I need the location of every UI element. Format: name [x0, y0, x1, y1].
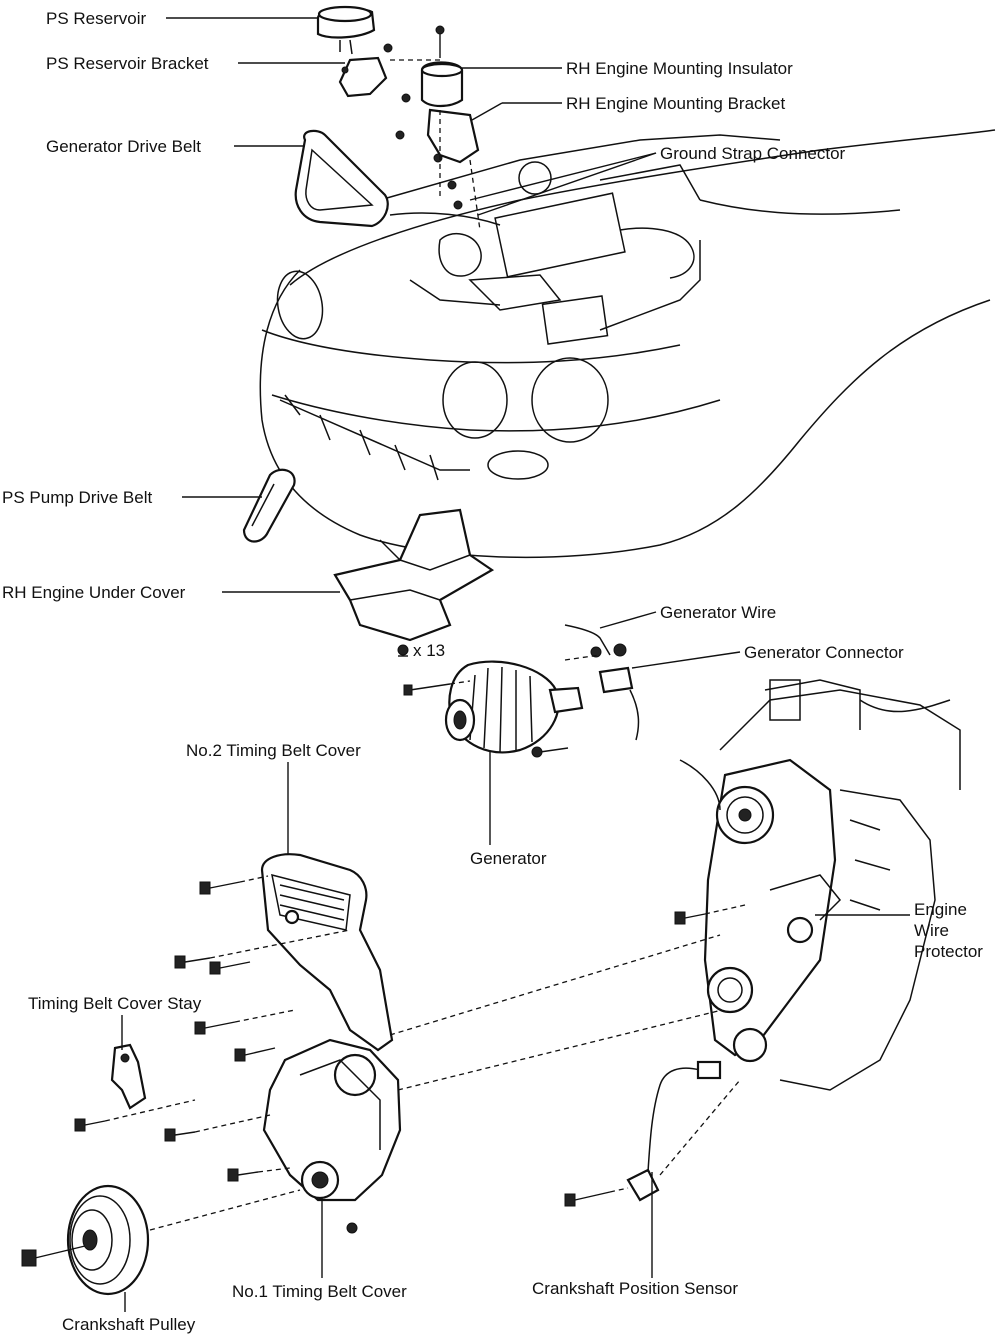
label-generator-drive-belt: Generator Drive Belt: [46, 137, 201, 156]
leader-lines: [121, 17, 910, 1312]
label-timing-belt-cover-stay: Timing Belt Cover Stay: [28, 994, 202, 1013]
no2-timing-belt-cover-drawing: [174, 853, 394, 1052]
callout-labels: PS Reservoir PS Reservoir Bracket Genera…: [2, 9, 983, 1334]
label-ps-reservoir-bracket: PS Reservoir Bracket: [46, 54, 209, 73]
generator-drawing: [403, 660, 584, 758]
generator-drive-belt-drawing: [294, 129, 389, 228]
under-cover-drawing: [333, 508, 495, 642]
ps-reservoir-drawing: [316, 5, 376, 55]
label-rh-engine-mounting-insulator: RH Engine Mounting Insulator: [566, 59, 793, 78]
crankshaft-position-sensor-drawing: [564, 1060, 741, 1207]
label-generator: Generator: [470, 849, 547, 868]
timing-belt-cover-stay-drawing: [74, 1043, 196, 1132]
crankshaft-pulley-drawing: [21, 1184, 301, 1296]
label-generator-wire: Generator Wire: [660, 603, 776, 622]
label-crankshaft-position-sensor: Crankshaft Position Sensor: [532, 1279, 738, 1298]
engine-mount-drawing: [390, 25, 481, 231]
label-generator-connector: Generator Connector: [744, 643, 904, 662]
label-no2-timing-belt-cover: No.2 Timing Belt Cover: [186, 741, 361, 760]
generator-wire-drawing: [564, 624, 640, 741]
label-crankshaft-pulley: Crankshaft Pulley: [62, 1315, 196, 1334]
label-ps-reservoir: PS Reservoir: [46, 9, 146, 28]
label-fastener-count: x 13: [413, 641, 445, 660]
engine-block-drawing: [389, 679, 961, 1091]
ps-reservoir-bracket-drawing: [338, 43, 393, 98]
label-ground-strap-connector: Ground Strap Connector: [660, 144, 846, 163]
label-no1-timing-belt-cover: No.1 Timing Belt Cover: [232, 1282, 407, 1301]
label-engine-wire-protector-3: Protector: [914, 942, 983, 961]
clip-icon: [397, 644, 409, 657]
label-rh-engine-mounting-bracket: RH Engine Mounting Bracket: [566, 94, 786, 113]
ps-pump-drive-belt-drawing: [242, 468, 296, 543]
label-engine-wire-protector-2: Wire: [914, 921, 949, 940]
label-ps-pump-drive-belt: PS Pump Drive Belt: [2, 488, 152, 507]
label-rh-engine-under-cover: RH Engine Under Cover: [2, 583, 186, 602]
label-engine-wire-protector-1: Engine: [914, 900, 967, 919]
car-front-illustration: [259, 129, 996, 559]
no1-timing-belt-cover-drawing: [164, 1009, 402, 1234]
